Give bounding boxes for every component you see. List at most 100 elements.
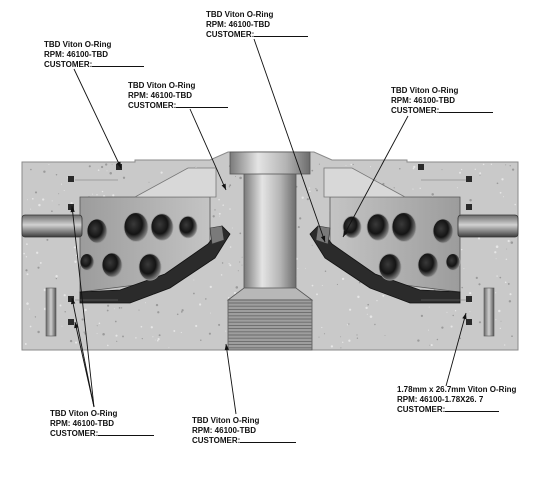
texture-speck [495,258,497,260]
texture-speck [348,339,351,342]
callout-part-number: RPM: 46100-TBD [128,90,193,100]
texture-speck [229,184,232,187]
texture-speck [42,198,45,201]
texture-speck [241,256,243,258]
texture-speck [477,237,481,240]
texture-speck [100,165,104,169]
customer-blank [98,428,155,436]
port-hole [391,212,417,242]
texture-speck [436,338,439,341]
texture-speck [499,191,502,194]
leader-arrowhead [343,230,348,237]
texture-speck [75,341,78,344]
texture-speck [469,292,472,295]
texture-speck [154,339,156,341]
texture-speck [37,266,40,269]
texture-speck [51,210,53,213]
texture-speck [507,239,510,243]
texture-speck [367,303,370,306]
texture-speck [384,334,386,336]
port-hole [138,253,162,281]
texture-speck [228,186,231,188]
texture-speck [393,187,395,189]
port-hole [445,253,461,271]
texture-speck [107,304,110,307]
right-vertical-bolt [483,287,495,337]
texture-speck [106,309,109,312]
texture-speck [29,308,31,310]
texture-speck [227,297,230,299]
port-hole [123,212,149,242]
texture-speck [461,286,463,289]
texture-speck [231,227,233,229]
texture-speck [25,269,28,272]
texture-speck [499,327,501,330]
texture-speck [198,303,202,306]
texture-speck [478,321,482,324]
leader-arrowhead [70,206,75,213]
texture-speck [229,246,232,248]
texture-speck [352,163,354,166]
texture-speck [157,311,160,314]
texture-speck [200,339,202,341]
texture-speck [34,316,37,318]
texture-speck [321,326,323,329]
texture-speck [382,294,385,297]
texture-speck [43,288,47,292]
texture-speck [88,165,91,168]
texture-speck [413,165,416,168]
callout-part-number: RPM: 46100-TBD [50,418,115,428]
port-hole [101,252,123,278]
texture-speck [446,311,448,313]
texture-speck [308,190,311,193]
texture-speck [494,251,497,254]
texture-speck [318,336,320,338]
oring-groove [68,319,74,325]
texture-speck [36,251,39,254]
texture-speck [46,238,49,241]
texture-speck [301,196,304,199]
leader-arrowhead [224,344,229,351]
texture-speck [324,270,327,272]
texture-speck [427,329,430,331]
texture-speck [308,187,311,189]
texture-speck [452,314,454,317]
texture-speck [31,197,34,200]
texture-speck [441,326,444,329]
left-bolt [21,214,83,238]
oring-groove [68,296,74,302]
texture-speck [498,309,501,313]
texture-speck [321,285,323,286]
texture-speck [349,308,352,311]
texture-speck [454,310,457,312]
texture-speck [25,256,28,258]
texture-speck [113,308,115,310]
texture-speck [58,204,60,206]
texture-speck [505,258,508,261]
texture-speck [239,232,242,235]
texture-speck [55,275,58,278]
leader-arrowhead [320,235,326,242]
texture-speck [168,347,170,349]
texture-speck [316,293,318,296]
texture-speck [219,215,221,217]
leader-arrowhead [71,298,76,305]
port-hole [86,218,108,244]
leader-line [71,205,95,408]
texture-speck [456,187,458,189]
texture-speck [84,308,87,312]
texture-speck [441,169,443,171]
texture-speck [158,334,161,337]
texture-speck [218,198,220,201]
texture-speck [500,320,502,322]
texture-speck [193,279,195,281]
texture-speck [97,169,100,172]
texture-speck [417,339,420,342]
texture-speck [323,333,326,335]
texture-speck [463,268,465,270]
callout-part-number: RPM: 46100-1.78X26. 7 [397,394,484,404]
texture-speck [336,283,338,286]
texture-speck [508,300,512,303]
texture-speck [69,339,73,343]
texture-speck [318,163,320,165]
